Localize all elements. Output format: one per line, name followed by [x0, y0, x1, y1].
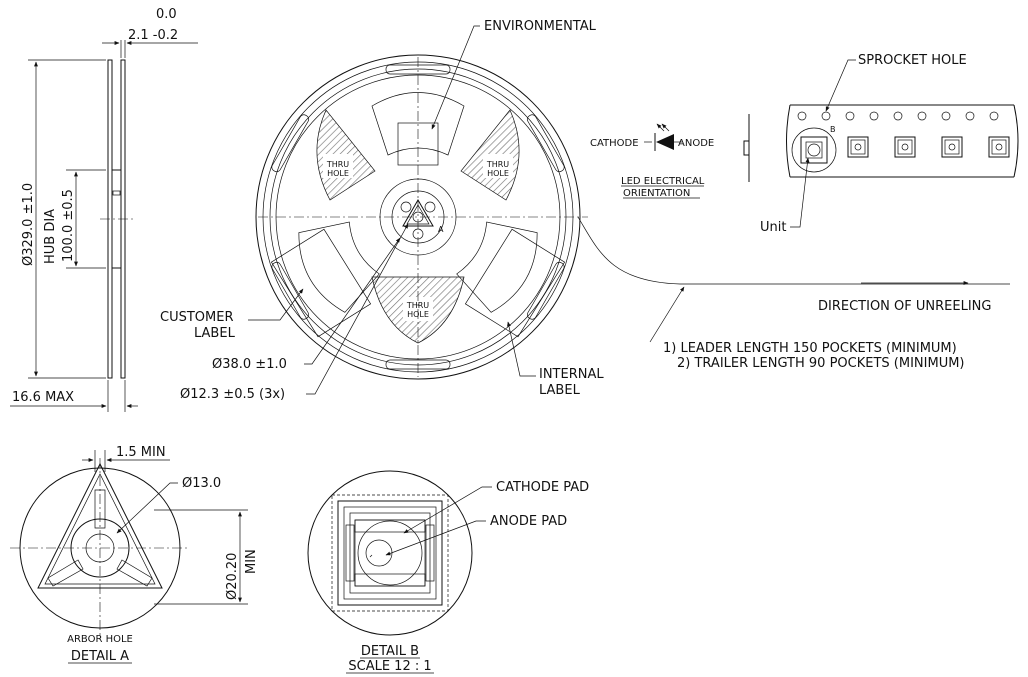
led-orientation-2: ORIENTATION	[623, 188, 690, 199]
customer-label-callout-2: LABEL	[194, 326, 236, 341]
thru-hole-bottom-1: THRU	[406, 301, 429, 310]
internal-label-callout-2: LABEL	[539, 383, 581, 398]
tape-pockets	[791, 127, 1010, 173]
flange-upper-tol: 0.0	[156, 7, 177, 22]
customer-label-callout-1: CUSTOMER	[160, 310, 233, 325]
detail-b-marker: B	[830, 125, 836, 134]
hub-dia-label: HUB DIA	[43, 209, 58, 264]
hole-diameter: Ø13.0	[182, 476, 221, 491]
diode-symbol	[656, 134, 674, 150]
sprocket-hole-callout: SPROCKET HOLE	[858, 53, 967, 68]
arbor-min-2: MIN	[244, 549, 259, 574]
flange-thickness: 2.1 -0.2	[128, 28, 178, 43]
reel-outer-rim	[255, 54, 581, 380]
max-width: 16.6 MAX	[12, 390, 74, 405]
detail-a-title: DETAIL A	[71, 649, 129, 664]
cathode-pad-callout: CATHODE PAD	[496, 480, 589, 495]
thru-hole-right-1: THRU	[486, 160, 509, 169]
internal-label-callout-1: INTERNAL	[539, 367, 604, 382]
thru-hole-left-1: THRU	[326, 160, 349, 169]
detail-a-view	[10, 458, 190, 638]
carrier-tape: B SPROCKET HOLE Unit	[760, 53, 1019, 235]
detail-b-circle	[307, 470, 473, 636]
thru-hole-left-2: HOLE	[327, 169, 349, 178]
anode-label: ANODE	[678, 138, 714, 149]
reel-front-view: THRU HOLE THRU HOLE THRU HOLE A	[255, 54, 588, 380]
customer-label-area	[270, 228, 372, 338]
arbor-hole-label: ARBOR HOLE	[67, 634, 133, 645]
cathode-pad	[365, 539, 393, 567]
detail-b-view	[307, 470, 473, 636]
arbor-diameter: Ø12.3 ±0.5 (3x)	[180, 387, 285, 402]
anode-pad	[357, 520, 423, 586]
reel-side-view: 0.0 2.1 -0.2 Ø329.0 ±1.0 HUB DIA 100.0 ±…	[10, 7, 198, 412]
detail-b-scale: SCALE 12 : 1	[348, 659, 431, 674]
center-diameter: Ø38.0 ±1.0	[212, 357, 287, 372]
arbor-min-1: Ø20.20	[225, 553, 240, 600]
led-orientation-1: LED ELECTRICAL	[621, 176, 705, 187]
internal-label-area	[464, 228, 566, 338]
sprocket-holes	[797, 111, 999, 121]
detail-b-title: DETAIL B	[361, 644, 419, 659]
cathode-label: CATHODE	[590, 138, 639, 149]
anode-pad-callout: ANODE PAD	[490, 514, 567, 529]
note-leader: 1) LEADER LENGTH 150 POCKETS (MINIMUM)	[663, 341, 957, 356]
reel-diameter: Ø329.0 ±1.0	[21, 183, 36, 266]
thru-hole-right-2: HOLE	[487, 169, 509, 178]
unit-callout: Unit	[760, 220, 786, 235]
environmental-callout: ENVIRONMENTAL	[484, 19, 597, 34]
note-trailer: 2) TRAILER LENGTH 90 POCKETS (MINIMUM)	[677, 356, 965, 371]
direction-of-unreeling: DIRECTION OF UNREELING	[818, 299, 991, 314]
hub-diameter: 100.0 ±0.5	[61, 189, 76, 262]
led-orientation: CATHODE ANODE LED ELECTRICAL ORIENTATION	[590, 114, 750, 199]
detail-a-marker: A	[438, 225, 444, 234]
min-gap-dimension: 1.5 MIN	[116, 445, 166, 460]
